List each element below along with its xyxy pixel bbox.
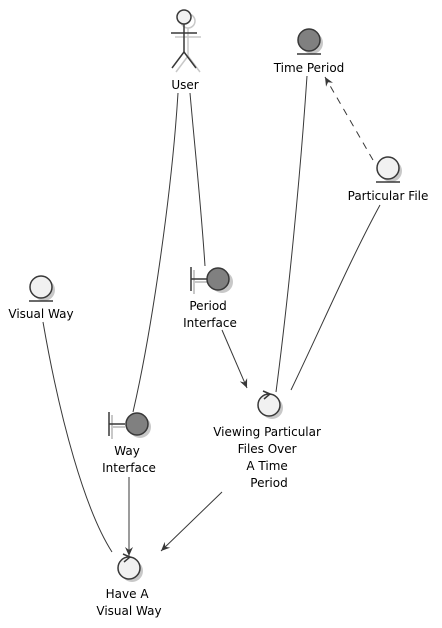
- viewing-files-label-line: A Time: [246, 459, 287, 473]
- period-interface-label-line: Period: [189, 299, 226, 313]
- visual-way-label-line: Visual Way: [8, 307, 73, 321]
- have-visual-way-label-line: Visual Way: [96, 604, 161, 618]
- node-have-visual-way: Have A Visual Way: [96, 553, 162, 618]
- control-icon: [257, 390, 283, 419]
- edge-time-period-viewing: [275, 75, 308, 393]
- time-period-label-line: Time Period: [273, 61, 345, 75]
- node-time-period: Time Period: [273, 28, 345, 75]
- user-label: User: [171, 78, 198, 92]
- period-interface-label: Period Interface: [183, 299, 237, 330]
- edge-particular-file-viewing: [290, 204, 381, 391]
- edge-user-period-interface: [189, 92, 206, 267]
- time-period-label: Time Period: [273, 61, 345, 75]
- edges: [42, 75, 381, 556]
- actor-icon: [171, 9, 201, 73]
- viewing-files-label-line: Period: [250, 476, 287, 490]
- have-visual-way-label: Have A Visual Way: [96, 587, 161, 618]
- viewing-files-label-line: Files Over: [238, 442, 297, 456]
- boundary-icon: [190, 267, 233, 294]
- edge-user-way-interface: [132, 92, 179, 413]
- viewing-files-label: Viewing Particular Files Over A Time Per…: [213, 425, 325, 490]
- entity-icon: [297, 28, 323, 55]
- node-viewing-particular-files: Viewing Particular Files Over A Time Per…: [213, 390, 325, 490]
- node-way-interface: Way Interface: [102, 412, 156, 475]
- way-interface-label-line: Interface: [102, 461, 156, 475]
- node-particular-file: Particular File: [348, 156, 429, 203]
- edge-period-interface-to-viewing: [221, 329, 248, 389]
- way-interface-label-line: Way: [114, 444, 140, 458]
- period-interface-label-line: Interface: [183, 316, 237, 330]
- node-user: User: [171, 9, 201, 92]
- entity-icon: [376, 156, 402, 183]
- node-period-interface: Period Interface: [183, 267, 237, 330]
- viewing-files-label-line: Viewing Particular: [213, 425, 321, 439]
- particular-file-label: Particular File: [348, 189, 429, 203]
- edge-visual-way-have-visual-way: [42, 321, 113, 553]
- node-visual-way: Visual Way: [8, 275, 74, 321]
- edge-particular-file-to-time-period: [324, 76, 374, 161]
- have-visual-way-label-line: Have A: [106, 587, 150, 601]
- boundary-icon: [108, 412, 151, 439]
- edge-viewing-to-have-visual-way: [160, 491, 223, 552]
- user-label-line: User: [171, 78, 198, 92]
- particular-file-label-line: Particular File: [348, 189, 429, 203]
- way-interface-label: Way Interface: [102, 444, 156, 475]
- entity-icon: [29, 275, 55, 302]
- visual-way-label: Visual Way: [8, 307, 73, 321]
- control-icon: [117, 553, 143, 582]
